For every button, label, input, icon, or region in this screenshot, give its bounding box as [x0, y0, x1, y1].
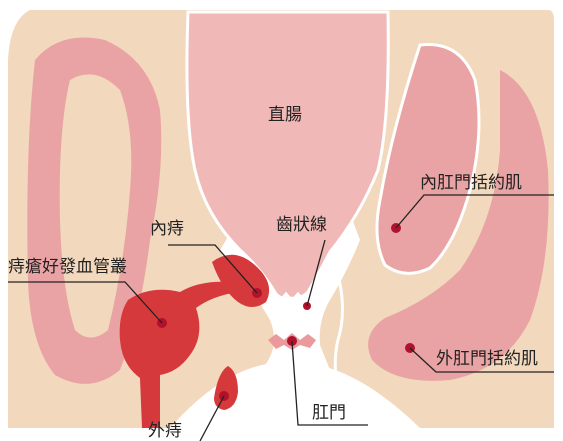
label-anus: 肛門 [312, 403, 346, 423]
label-external-sphincter: 外肛門括約肌 [436, 349, 538, 369]
label-internal-hemorrhoid: 內痔 [150, 219, 184, 239]
label-internal-sphincter: 內肛門括約肌 [420, 173, 522, 193]
label-hemorrhoidal-plexus: 痔瘡好發血管叢 [8, 257, 127, 277]
label-rectum: 直腸 [268, 105, 302, 125]
label-dentate-line: 齒狀線 [276, 215, 327, 235]
label-external-hemorrhoid: 外痔 [148, 421, 182, 441]
